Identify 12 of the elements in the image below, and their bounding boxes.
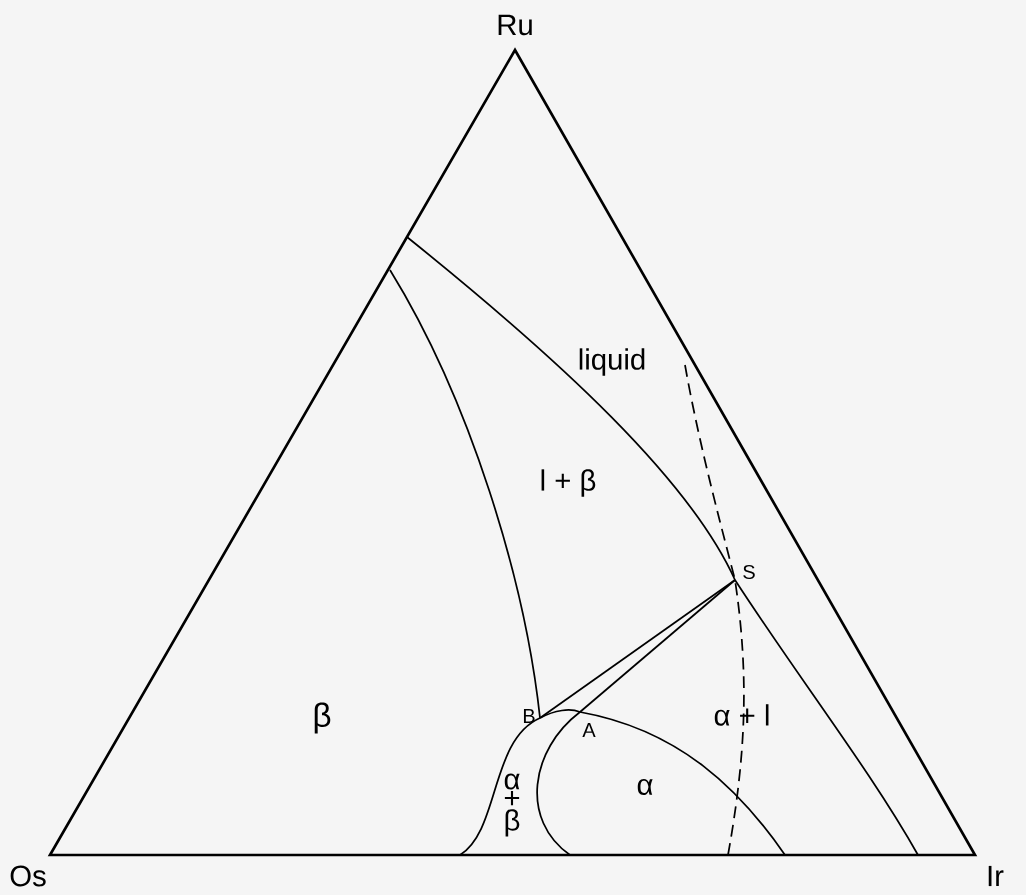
vertex-label: Ir [988,865,1004,887]
point-label: A [582,723,596,737]
phase-label: l + β [541,469,596,497]
phase-label: liquid [579,348,645,376]
phase-label: α + β [504,773,520,837]
point-label: B [523,709,535,723]
vertex-label: Os [10,865,46,887]
phase-label: β [314,702,331,734]
vertex-label: Ru [498,14,532,36]
phase-label: α + l [714,704,769,726]
point-label: S [743,564,755,580]
phase-label: α [637,778,653,796]
